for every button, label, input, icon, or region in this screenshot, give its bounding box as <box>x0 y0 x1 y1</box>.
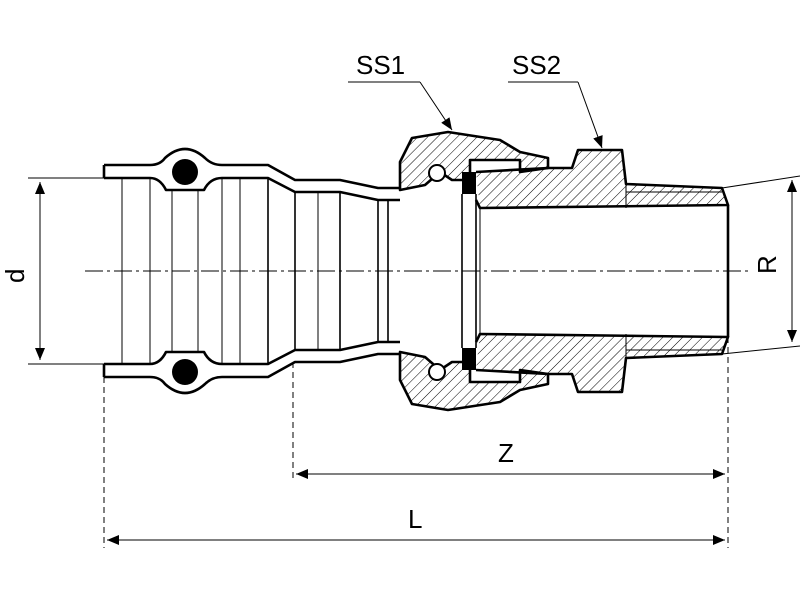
label-r: R <box>752 255 782 274</box>
label-l: L <box>408 504 422 534</box>
leader-ss2 <box>508 81 603 149</box>
flat-seal-bottom <box>462 348 476 370</box>
leader-ss1 <box>348 81 453 131</box>
union-nut-bottom <box>398 350 550 412</box>
label-z: Z <box>498 438 514 468</box>
male-adapter-bottom <box>474 332 730 394</box>
label-ss2: SS2 <box>512 50 561 80</box>
press-body-bottom <box>102 340 400 395</box>
dimension-r <box>721 175 800 355</box>
press-body-top <box>102 147 400 202</box>
o-ring-top <box>172 159 198 185</box>
male-adapter-top <box>474 148 730 210</box>
union-nut-top <box>398 130 550 192</box>
o-ring-bottom <box>172 359 198 385</box>
label-ss1: SS1 <box>356 50 405 80</box>
label-d: d <box>0 269 30 283</box>
flat-seal-top <box>462 172 476 194</box>
dimension-d <box>28 177 104 365</box>
